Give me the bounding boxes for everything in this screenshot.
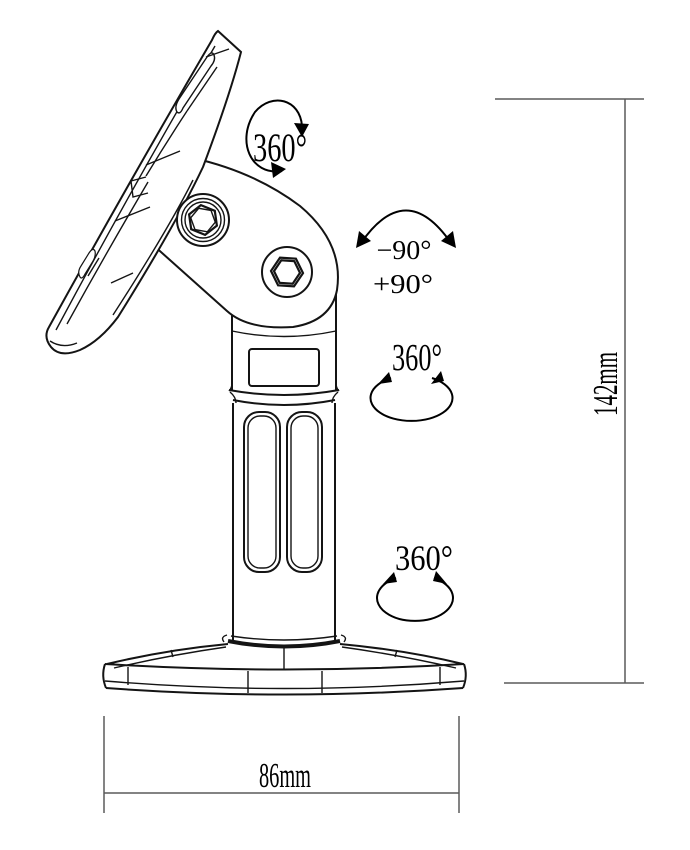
mount-column: [221, 282, 347, 649]
plate-cross-line-2: [145, 150, 181, 166]
plate-cross-line-1: [114, 206, 151, 222]
plate-slot-upper: [175, 52, 216, 114]
base-facet-tick-left: [170, 649, 174, 658]
screw-hex-socket-outer: [187, 203, 219, 237]
width-dimension: 86mm: [103, 716, 460, 813]
base-cap-left: [102, 663, 107, 689]
plate-back-edge-line: [112, 179, 194, 316]
plate-slot-lower: [78, 248, 96, 279]
height-dimension-label: 142mm: [586, 352, 625, 416]
plate-mid-line-upper: [145, 110, 188, 177]
rotation-label-top: 360°: [253, 125, 307, 170]
column-top-seam: [231, 330, 337, 338]
column-collar-upper: [230, 635, 338, 641]
tilt-annotation: −90° +90°: [356, 209, 456, 299]
column-flare-bottom: [228, 389, 340, 396]
rotation-arrow-top-head-2: [271, 162, 286, 178]
screw-hex-socket-inner: [189, 207, 217, 233]
rotation-arrow-mid-head-right: [431, 371, 444, 384]
base-ground-edge: [105, 687, 464, 696]
bracket-hex-socket-inner: [272, 259, 302, 285]
width-dimension-label: 86mm: [259, 756, 311, 795]
column-slot-left: [243, 411, 281, 573]
rotation-arrow-low-head-right: [433, 571, 447, 584]
column-neck-right: [331, 391, 339, 404]
plate-slot-upper-line: [186, 66, 218, 112]
tilt-arrow-head-right: [441, 231, 456, 248]
collar-ear-left: [221, 634, 228, 643]
rotation-arrow-top: [245, 99, 303, 173]
tilt-label-plus: +90°: [373, 269, 433, 299]
rotation-annotation-mid: 360°: [369, 337, 454, 422]
column-collar-socket: [227, 639, 341, 649]
column-window: [248, 348, 320, 387]
bracket-screw-head: [261, 246, 313, 298]
base-dome-left: [106, 643, 229, 665]
column-neck-ring: [232, 399, 336, 406]
plate-mid-line-lower: [66, 181, 149, 325]
bracket-hex-socket-outer: [269, 256, 305, 288]
rotation-label-mid: 360°: [392, 337, 442, 379]
rotation-arrow-low-head-left: [383, 572, 397, 584]
column-slot-right: [286, 411, 323, 573]
speaker-plate: [45, 29, 243, 355]
hex-screw-plate: [176, 193, 230, 247]
column-slot-right-inner: [290, 415, 319, 569]
tilt-arrow-head-left: [356, 231, 371, 248]
screw-washer-mid: [180, 197, 226, 243]
rotation-arrow-top-head-1: [294, 123, 309, 137]
rotation-annotation-top: 360°: [245, 99, 309, 178]
base-dome-right: [339, 643, 464, 665]
base-cap-right: [462, 663, 467, 689]
hex-screw-bracket: [261, 246, 313, 298]
plate-bottom-cap-line: [49, 340, 78, 347]
rotation-annotation-low: 360°: [376, 538, 454, 622]
height-dimension: 142mm: [495, 98, 644, 684]
rotation-arrow-mid-head-left: [378, 372, 392, 384]
tilt-arc-arrow: [360, 209, 452, 244]
rotation-arrow-low: [376, 577, 454, 622]
column-slot-left-inner: [247, 415, 277, 569]
collar-ear-right: [340, 634, 347, 643]
plate-keyhole-step: [130, 176, 149, 198]
plate-cross-line-3: [110, 272, 134, 284]
column-neck-left: [229, 391, 237, 404]
rotation-label-low: 360°: [395, 538, 453, 578]
tilt-label-minus: −90°: [377, 235, 432, 265]
plate-slot-lower-line: [87, 257, 100, 277]
mount-base: [102, 643, 467, 696]
plate-tip-bevel-line: [205, 48, 230, 58]
base-rim-bottom-edge: [104, 680, 465, 690]
screw-head-rim: [184, 201, 222, 239]
rotation-arrow-mid: [369, 377, 454, 422]
base-facet-tick-right: [394, 649, 398, 658]
